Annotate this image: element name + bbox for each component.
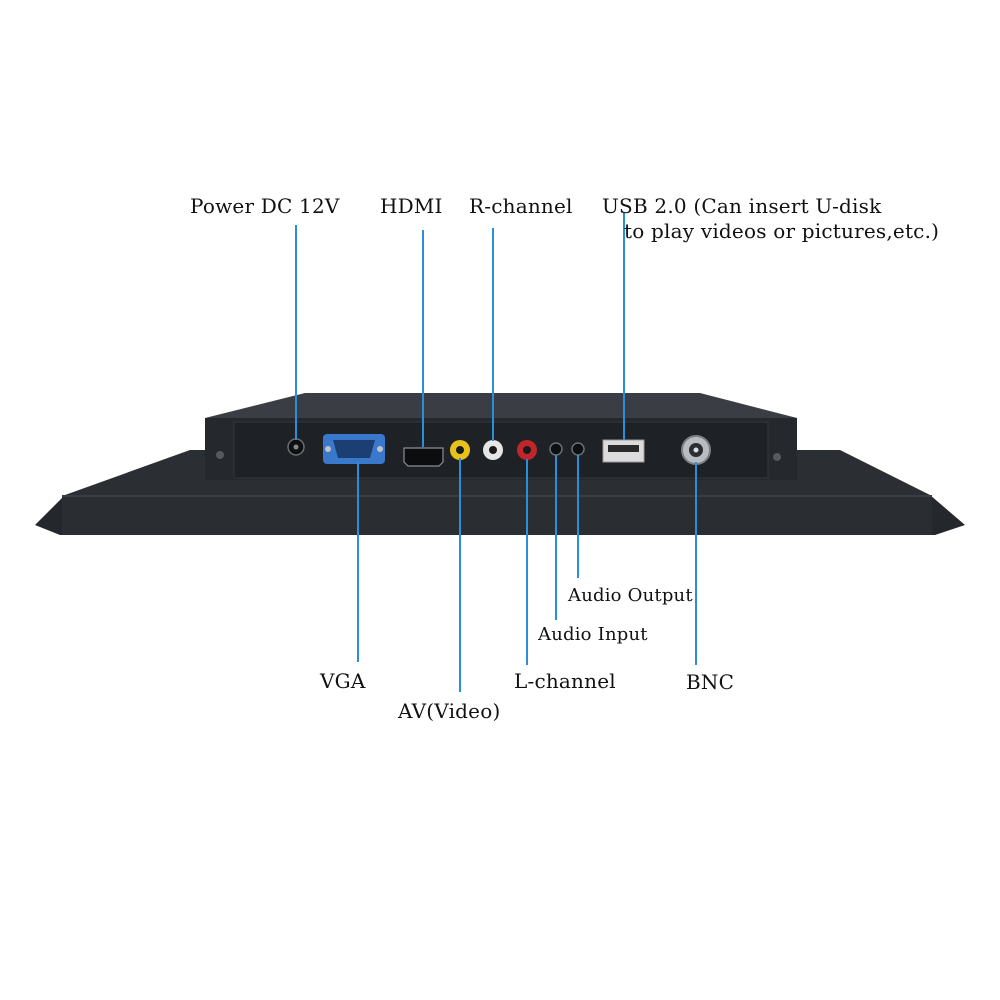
l-channel-jack-center xyxy=(523,446,531,454)
vga-screw-right xyxy=(377,446,383,452)
power-dc-jack-pin xyxy=(293,444,299,450)
leader-lines xyxy=(295,212,697,692)
av-video-jack-center xyxy=(456,446,464,454)
screw-right-icon xyxy=(773,453,781,461)
audio-input-jack-icon xyxy=(549,442,563,456)
hdmi-port-icon xyxy=(403,447,444,467)
vga-screw-left xyxy=(325,446,331,452)
label-bnc: BNC xyxy=(686,670,735,694)
usb-port-tongue xyxy=(608,445,639,452)
screw-left-icon xyxy=(216,451,224,459)
label-vga: VGA xyxy=(320,669,366,693)
r-channel-jack-center xyxy=(489,446,497,454)
label-r-channel: R-channel xyxy=(469,194,573,218)
label-av-video: AV(Video) xyxy=(398,699,501,723)
audio-output-jack-icon xyxy=(571,442,585,456)
label-usb-line2: to play videos or pictures,etc.) xyxy=(624,219,940,243)
monitor-frame-edge xyxy=(62,495,932,535)
label-usb-line1: USB 2.0 (Can insert U-disk xyxy=(602,194,882,218)
label-power-dc: Power DC 12V xyxy=(190,194,340,218)
vga-port-socket xyxy=(333,440,375,458)
bnc-connector-pin xyxy=(693,447,699,453)
label-hdmi: HDMI xyxy=(380,194,443,218)
label-audio-input: Audio Input xyxy=(538,624,648,645)
interface-box-top xyxy=(205,393,797,418)
label-audio-output: Audio Output xyxy=(568,585,693,606)
label-l-channel: L-channel xyxy=(514,669,616,693)
